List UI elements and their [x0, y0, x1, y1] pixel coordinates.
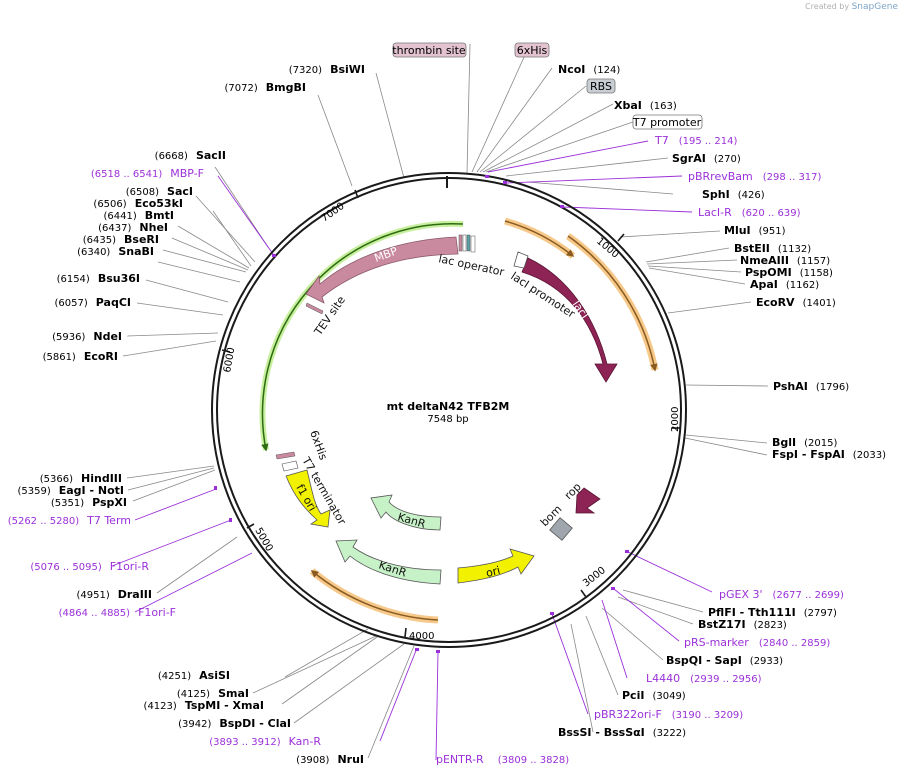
site-saci: (6508)SacI	[126, 185, 193, 198]
site-tspmi: (4123)TspMI - XmaI	[144, 699, 264, 712]
site-bspdi: (3942)BspDI - ClaI	[178, 717, 291, 730]
feature-label-tev-site: TEV site	[311, 294, 348, 339]
ori-arrow	[457, 548, 535, 584]
site-pspomi: PspOMI(1158)	[745, 266, 833, 279]
primer-laci-r: LacI-R(620 .. 639)	[698, 206, 801, 219]
site-ecorv: EcoRV(1401)	[756, 296, 836, 309]
site-ndei: (5936)NdeI	[52, 330, 122, 343]
site-nhei: (6437)NheI	[98, 221, 168, 234]
site-bgli: BglI(2015)	[772, 436, 837, 449]
feature-label-ori: ori	[485, 564, 502, 580]
site-ncoi: NcoI(124)	[558, 63, 620, 76]
primer-t7-term: (5262 .. 5280)T7 Term	[8, 514, 131, 527]
primer-pbrrevbam: pBRrevBam(298 .. 317)	[688, 170, 822, 183]
site-sacii: (6668)SacII	[155, 149, 226, 162]
enzyme-labels-bottom: (4251)AsiSI (4125)SmaI (4123)TspMI - Xma…	[144, 669, 364, 766]
boxed-labels: thrombin site 6xHis RBS T7 promoter	[392, 42, 703, 130]
box-label-6xhis: 6xHis	[517, 44, 548, 57]
primer-kan-r: (3893 .. 3912)Kan-R	[209, 735, 321, 748]
leader-lines	[122, 43, 769, 759]
site-draiii: (4951)DraIII	[76, 588, 152, 601]
site-pflfi: PflFI - Tth111I(2797)	[708, 606, 837, 619]
box-label-t7-promoter: T7 promoter	[632, 116, 702, 129]
enzyme-labels-left: (7320)BsiWI (7072)BmgBI (6668)SacII (650…	[17, 63, 365, 601]
site-nrui: (3908)NruI	[296, 753, 364, 766]
site-ecori: (5861)EcoRI	[43, 350, 118, 363]
tick-4000: 4000	[409, 631, 434, 642]
plasmid-size: 7548 bp	[427, 414, 468, 425]
site-sphi: SphI(426)	[702, 188, 765, 201]
site-pspxi: (5351)PspXI	[51, 496, 127, 509]
laci-arrow	[521, 257, 618, 383]
feature-label-kanr-1: KanR	[396, 510, 427, 530]
primer-labels-right: T7(195 .. 214) pBRrevBam(298 .. 317) Lac…	[594, 134, 844, 721]
snapgene-credit: Created by SnapGene	[805, 2, 898, 12]
site-eco53ki: (6506)Eco53kI	[93, 197, 183, 210]
f1-ori-arrow	[285, 469, 331, 528]
site-fspi: FspI - FspAI(2033)	[772, 448, 886, 461]
site-hindiii: (5366)HindIII	[40, 472, 122, 485]
rop-arrow	[575, 487, 601, 514]
box-label-rbs: RBS	[590, 80, 612, 93]
kanr-arrow-1	[370, 494, 442, 531]
site-asisi: (4251)AsiSI	[158, 669, 230, 682]
mbp-arrow	[305, 236, 459, 304]
site-bmgbi: (7072)BmgBI	[225, 81, 306, 94]
site-bsteii: BstEII(1132)	[734, 242, 811, 255]
laci-promoter-arrow	[513, 251, 529, 269]
site-bseri: (6435)BseRI	[83, 233, 159, 246]
site-sgrai: SgrAI(270)	[672, 152, 741, 165]
tick-6000: 6000	[222, 347, 237, 374]
site-bsiwi: (7320)BsiWI	[289, 63, 365, 76]
tick-3000: 3000	[581, 565, 608, 589]
site-smai: (4125)SmaI	[177, 687, 249, 700]
backbone	[211, 172, 687, 648]
primer-l4440: L4440(2939 .. 2956)	[646, 672, 762, 685]
primer-t7: T7(195 .. 214)	[654, 134, 738, 147]
tick-2000: 2000	[670, 407, 681, 432]
site-mlui: MluI(951)	[724, 224, 786, 237]
site-bsssi: BssSI - BssSαI(3222)	[558, 726, 686, 739]
feature-arrows	[275, 234, 618, 585]
primer-f1ori-f: (4864 .. 4885)F1ori-F	[59, 606, 176, 619]
site-bspqi: BspQI - SapI(2933)	[666, 654, 783, 667]
bom-box	[549, 517, 573, 541]
site-pcii: PciI(3049)	[622, 689, 686, 702]
site-apai: ApaI(1162)	[750, 278, 819, 291]
primer-marks	[214, 175, 629, 653]
primer-prs-marker: pRS-marker(2840 .. 2859)	[684, 636, 830, 649]
site-pshai: PshAI(1796)	[773, 380, 849, 393]
primer-f1ori-r: (5076 .. 5095)F1ori-R	[30, 560, 149, 573]
site-snabi: (6340)SnaBI	[77, 245, 154, 258]
primer-lines	[111, 140, 713, 761]
tev-site-mark	[305, 302, 324, 315]
primer-pgex-3: pGEX 3'(2677 .. 2699)	[719, 588, 844, 601]
site-eagi: (5359)EagI - NotI	[17, 484, 124, 497]
primer-labels-bottom: (3893 .. 3912)Kan-R pENTR-R(3809 .. 3828…	[209, 735, 569, 766]
enzyme-labels-right: NcoI(124) XbaI(163) SgrAI(270) SphI(426)…	[558, 63, 886, 739]
kanr-arrow-2	[335, 539, 442, 585]
site-bmti: (6441)BmtI	[104, 209, 174, 222]
primer-pentr-r: pENTR-R(3809 .. 3828)	[436, 753, 569, 766]
tick-marks	[221, 189, 680, 638]
site-nmeaiii: NmeAIII(1157)	[740, 254, 830, 267]
primer-mbp-f: (6518 .. 6541)MBP-F	[91, 167, 204, 180]
site-paqci: (6057)PaqCI	[55, 296, 132, 309]
6xhis-mark	[275, 451, 296, 460]
t7-terminator-mark	[281, 460, 299, 472]
lac-operator-marks	[458, 234, 476, 253]
primer-pbr322ori-f: pBR322ori-F(3190 .. 3209)	[594, 708, 743, 721]
feature-label-lac-operator: lac operator	[437, 252, 505, 279]
site-bstz17i: BstZ17I(2823)	[698, 618, 787, 631]
plasmid-center: mt deltaN42 TFB2M 7548 bp	[387, 400, 510, 425]
site-xbai: XbaI(163)	[614, 99, 677, 112]
primer-labels-left: (6518 .. 6541)MBP-F (5262 .. 5280)T7 Ter…	[8, 167, 204, 619]
plasmid-name: mt deltaN42 TFB2M	[387, 400, 510, 413]
site-bsu36i: (6154)Bsu36I	[57, 272, 140, 285]
box-label-thrombin-site: thrombin site	[392, 44, 466, 57]
